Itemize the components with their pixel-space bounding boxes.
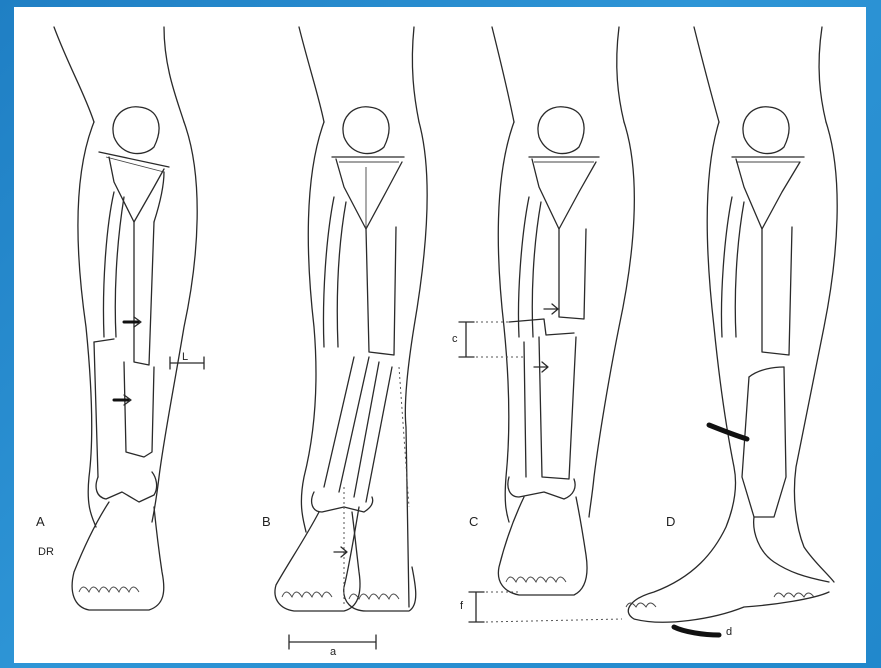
annotation-side-label: DR	[38, 547, 54, 558]
annotation-arrow-d: d	[726, 627, 732, 638]
panel-label-c: C	[469, 515, 478, 528]
panel-label-d: D	[666, 515, 675, 528]
panel-label-b: B	[262, 515, 271, 528]
panel-c-leg	[459, 27, 634, 622]
panel-b-leg	[275, 27, 427, 649]
panel-d-leg	[626, 27, 837, 635]
annotation-measure-c: c	[452, 334, 458, 345]
annotation-vertical-f: f	[460, 601, 463, 612]
annotation-measure-a: L	[182, 352, 188, 363]
figure-frame: A B C D DR L a c f d	[14, 7, 866, 663]
leg-fracture-diagram	[14, 7, 866, 663]
panel-label-a: A	[36, 515, 45, 528]
panel-a-leg	[54, 27, 204, 610]
annotation-measure-b: a	[330, 647, 336, 658]
